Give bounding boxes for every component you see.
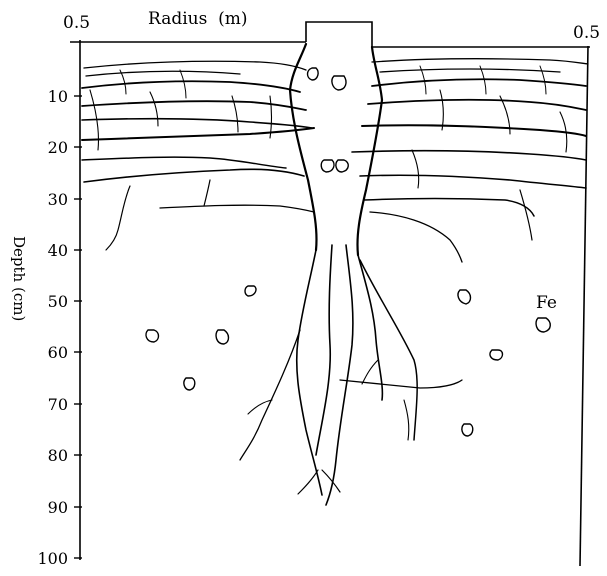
fe-concretion bbox=[146, 330, 159, 342]
fe-concretion bbox=[308, 68, 319, 80]
radius-right-label: 0.5 bbox=[573, 23, 600, 43]
fe-concretion bbox=[536, 318, 550, 332]
depth-tick-labels: 10 20 30 40 50 60 70 80 90 100 bbox=[37, 87, 68, 568]
depth-tick-20: 20 bbox=[48, 138, 68, 157]
depth-tick-90: 90 bbox=[48, 498, 68, 517]
fe-label: Fe bbox=[536, 293, 557, 313]
depth-tick-10: 10 bbox=[48, 87, 68, 106]
radius-axis-title: Radius (m) bbox=[148, 9, 248, 29]
depth-tick-50: 50 bbox=[48, 292, 68, 311]
fe-concretion bbox=[336, 160, 348, 172]
depth-tick-60: 60 bbox=[48, 343, 68, 362]
fe-concretion bbox=[216, 330, 229, 344]
fe-concretion bbox=[458, 290, 471, 304]
depth-ticks bbox=[74, 96, 82, 558]
fe-concretion bbox=[321, 160, 334, 172]
depth-tick-70: 70 bbox=[48, 395, 68, 414]
radius-left-label: 0.5 bbox=[63, 13, 90, 33]
plant-stem bbox=[306, 22, 372, 47]
fe-concretion bbox=[332, 76, 346, 90]
depth-tick-30: 30 bbox=[48, 190, 68, 209]
depth-tick-40: 40 bbox=[48, 241, 68, 260]
depth-axis-title: Depth (cm) bbox=[10, 236, 28, 321]
depth-tick-80: 80 bbox=[48, 446, 68, 465]
fe-concretion bbox=[184, 378, 195, 390]
root-system bbox=[82, 44, 588, 505]
fe-concretion bbox=[245, 286, 256, 296]
fe-concretion bbox=[490, 350, 503, 360]
depth-tick-100: 100 bbox=[37, 549, 68, 568]
fe-concretion bbox=[462, 424, 473, 436]
